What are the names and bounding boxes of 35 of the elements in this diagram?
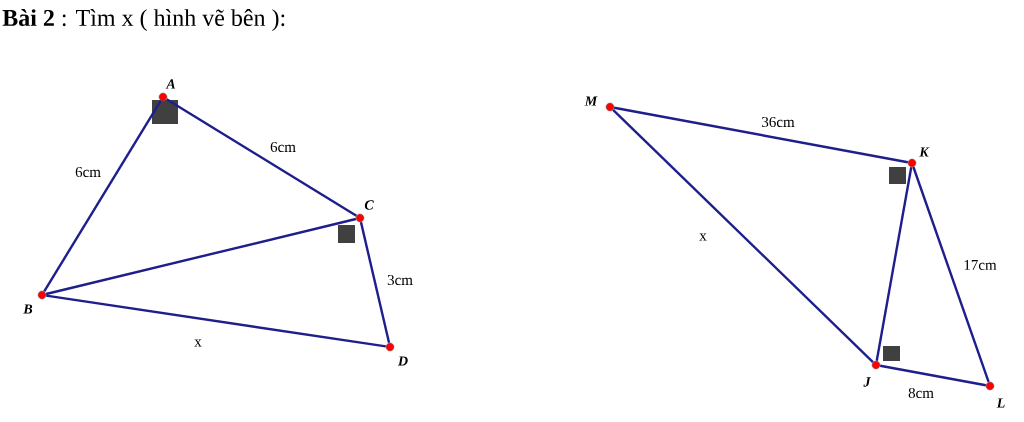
point-label: L — [996, 398, 1005, 408]
edge-label: x — [194, 339, 202, 347]
point-label: B — [23, 304, 33, 314]
point — [871, 360, 881, 370]
title: Bài 2 : Tìm x ( hình vẽ bên ): — [2, 9, 285, 31]
point — [907, 158, 917, 168]
line-segment — [879, 364, 987, 387]
point-label: A — [165, 79, 176, 89]
edge-label: 6cm — [270, 141, 296, 153]
point-label: D — [397, 356, 408, 366]
point — [985, 381, 995, 391]
point — [37, 290, 47, 300]
line-segment — [875, 166, 913, 361]
edge-label: 3cm — [387, 274, 413, 286]
point-label: M — [584, 96, 598, 106]
point — [605, 102, 615, 112]
edge-label: x — [699, 233, 707, 241]
line-segment — [166, 98, 357, 217]
line-segment — [43, 100, 162, 292]
line-segment — [613, 106, 909, 164]
line-segment — [612, 109, 874, 363]
point-label: J — [863, 377, 871, 387]
line-segment — [45, 217, 357, 296]
point — [158, 92, 168, 102]
line-segment — [912, 166, 990, 383]
line-segment — [359, 221, 391, 344]
point — [385, 342, 395, 352]
edge-label: 17cm — [964, 259, 997, 270]
edge-label: 36cm — [762, 116, 795, 128]
point-label: C — [364, 200, 374, 210]
point — [355, 213, 365, 223]
point-label: K — [919, 147, 930, 157]
line-segment — [46, 294, 386, 348]
edge-label: 6cm — [75, 166, 101, 178]
edge-label: 8cm — [908, 387, 934, 399]
